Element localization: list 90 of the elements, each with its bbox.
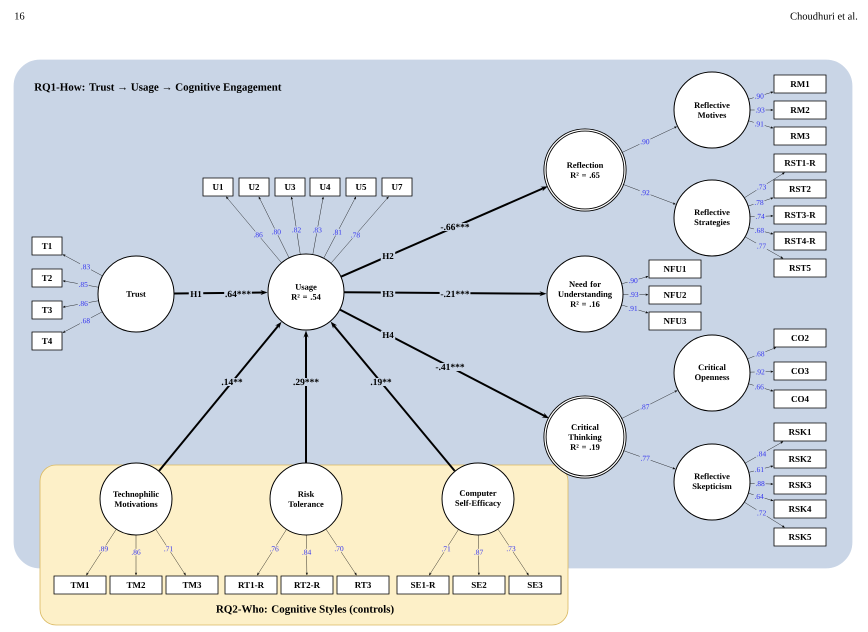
arrow	[257, 530, 287, 576]
arrow	[62, 280, 98, 288]
edge-label: -.66***	[440, 223, 470, 231]
arrow	[326, 529, 357, 576]
indicator-box: RST1-R	[774, 154, 826, 172]
arrow	[324, 196, 356, 258]
arrow	[750, 108, 774, 112]
arrow	[750, 214, 774, 218]
arrow	[331, 196, 389, 264]
arrow	[745, 236, 784, 259]
indicator-box: NFU3	[648, 312, 702, 330]
page-header: Choudhuri et al.	[790, 12, 858, 20]
indicator-box: U7	[382, 178, 412, 196]
arrow	[312, 196, 324, 254]
arrow	[156, 529, 186, 576]
arrow	[748, 493, 774, 502]
indicator-box: TM1	[54, 576, 106, 594]
arrow	[749, 466, 774, 472]
indicator-box: SE1-R	[396, 576, 450, 594]
indicator-box: U2	[238, 178, 270, 196]
arrow	[86, 529, 116, 576]
indicator-box: T1	[32, 236, 62, 256]
indicator-box: SE3	[508, 576, 562, 594]
arrow	[748, 92, 774, 100]
indicator-box: T4	[32, 332, 62, 350]
arrow	[622, 184, 676, 204]
hypothesis-label: H4	[380, 330, 396, 340]
arrow	[750, 370, 774, 373]
indicator-box: RST4-R	[774, 232, 826, 250]
arrow	[750, 482, 774, 486]
arrow	[745, 441, 784, 464]
indicator-box: CO3	[774, 362, 826, 380]
arrow	[622, 276, 648, 284]
arrow	[749, 228, 774, 234]
indicator-box: RST2	[774, 180, 826, 198]
arrow	[478, 535, 480, 576]
hypothesis-label: H2	[380, 252, 396, 260]
arrow	[744, 502, 785, 528]
arrow	[748, 120, 774, 128]
page-header: 16	[15, 12, 24, 20]
panel-title: RQ2-Who: Cognitive Styles (controls)	[216, 605, 394, 615]
arrow	[748, 384, 774, 392]
indicator-box: RM3	[774, 126, 826, 146]
arrow	[748, 198, 774, 206]
arrow	[623, 294, 648, 296]
indicator-box: T3	[32, 300, 62, 320]
indicator-box: U1	[202, 178, 234, 196]
indicator-box: T2	[32, 268, 62, 288]
arrow	[744, 172, 785, 198]
indicator-box: RT2-R	[280, 576, 334, 594]
indicator-box: RSK1	[774, 422, 826, 442]
indicator-box: NFU2	[648, 286, 702, 304]
indicator-box: RM2	[774, 100, 826, 120]
arrow	[429, 530, 459, 576]
arrow	[306, 535, 308, 576]
indicator-box: RSK3	[774, 476, 826, 494]
arrow	[748, 347, 776, 359]
indicator-box: RST3-R	[774, 206, 826, 224]
indicator-box: RT3	[336, 576, 390, 594]
indicator-box: U4	[310, 178, 340, 196]
arrow	[62, 312, 102, 333]
indicator-box: NFU1	[648, 260, 702, 278]
arrow	[134, 535, 138, 576]
arrow	[226, 196, 282, 263]
indicator-box: CO2	[774, 328, 826, 348]
edge-label: -.41***	[434, 363, 466, 371]
indicator-box: RM1	[774, 74, 826, 94]
arrow	[62, 300, 98, 308]
arrow	[622, 450, 676, 470]
edge-label: .14**	[220, 378, 244, 386]
indicator-box: RT1-R	[224, 576, 278, 594]
indicator-box: RSK5	[774, 528, 826, 546]
arrow	[621, 126, 677, 153]
indicator-box: TM3	[166, 576, 218, 594]
indicator-box: U5	[346, 178, 376, 196]
hypothesis-label: H1	[188, 290, 204, 298]
indicator-box: RSK4	[774, 500, 826, 518]
panel-title: RQ1-How: Trust → Usage → Cognitive Engagement	[34, 83, 282, 93]
arrow	[498, 529, 529, 576]
arrow	[622, 304, 648, 314]
arrow	[290, 196, 300, 254]
indicator-box: RST5	[774, 258, 826, 278]
indicator-box: SE2	[452, 576, 506, 594]
indicator-box: RSK2	[774, 450, 826, 468]
indicator-box: CO4	[774, 390, 826, 408]
indicator-box: U3	[274, 178, 306, 196]
arrow	[258, 196, 290, 258]
indicator-box: TM2	[110, 576, 162, 594]
arrow	[620, 390, 678, 419]
arrow	[62, 254, 102, 276]
